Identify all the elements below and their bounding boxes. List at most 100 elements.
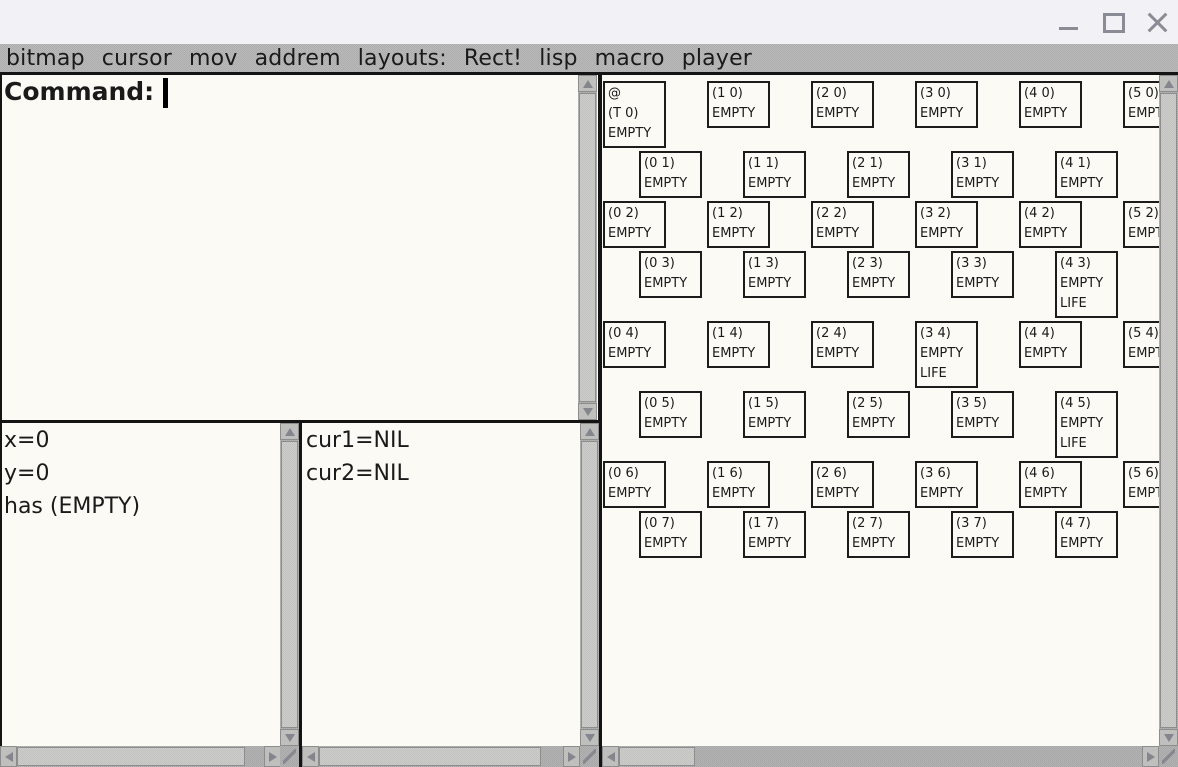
grid-cell[interactable]: (2 0)EMPTY (811, 81, 874, 128)
command-panel[interactable]: Command: (0, 75, 578, 420)
grid-cell[interactable]: (3 0)EMPTY (915, 81, 978, 128)
grid-cell[interactable]: (4 1)EMPTY (1055, 151, 1118, 198)
grid-cell[interactable]: (5 0)EMPTY (1123, 81, 1159, 128)
scroll-right-icon[interactable] (563, 746, 580, 767)
window-controls (1054, 0, 1172, 44)
grid-cell[interactable]: (0 3)EMPTY (639, 251, 702, 298)
command-vscrollbar[interactable] (578, 75, 597, 420)
grid-cell[interactable]: (4 0)EMPTY (1019, 81, 1082, 128)
scrollbar-thumb[interactable] (619, 747, 695, 766)
grid-cell[interactable]: (2 1)EMPTY (847, 151, 910, 198)
position-vscrollbar[interactable] (280, 423, 299, 746)
grid-cell[interactable]: (0 4)EMPTY (603, 321, 666, 368)
menu-item-rect[interactable]: Rect! (463, 45, 523, 71)
status-line: y=0 (4, 461, 50, 486)
menu-item-bitmap[interactable]: bitmap (6, 45, 85, 71)
grid-cell[interactable]: (0 5)EMPTY (639, 391, 702, 438)
scrollbar-thumb[interactable] (281, 441, 298, 728)
scroll-up-icon[interactable] (280, 423, 299, 440)
grid-cell[interactable]: (1 3)EMPTY (743, 251, 806, 298)
grid-cell[interactable]: (5 2)EMPTY (1123, 201, 1159, 248)
scrollbar-thumb[interactable] (579, 93, 596, 402)
scrollbar-thumb[interactable] (319, 747, 541, 766)
position-hscrollbar[interactable] (0, 746, 281, 767)
grid-cell[interactable]: (4 6)EMPTY (1019, 461, 1082, 508)
grid-cell[interactable]: (0 7)EMPTY (639, 511, 702, 558)
grid-cell[interactable]: (2 3)EMPTY (847, 251, 910, 298)
grid-cell[interactable]: (1 2)EMPTY (707, 201, 770, 248)
grid-cell[interactable]: (3 3)EMPTY (951, 251, 1014, 298)
grid-cell[interactable]: (2 5)EMPTY (847, 391, 910, 438)
grid-cell[interactable]: (5 6)EMPTY (1123, 461, 1159, 508)
scroll-right-icon[interactable] (1142, 746, 1159, 767)
grid-hscrollbar[interactable] (602, 746, 1159, 767)
grid-cell[interactable]: (2 7)EMPTY (847, 511, 910, 558)
grid-cell[interactable]: (1 0)EMPTY (707, 81, 770, 128)
resize-grip[interactable] (580, 746, 599, 767)
resize-grip[interactable] (280, 746, 299, 767)
menu-item-addrem[interactable]: addrem (254, 45, 341, 71)
grid-cell[interactable]: (2 6)EMPTY (811, 461, 874, 508)
menu-item-player[interactable]: player (681, 45, 753, 71)
grid-cell[interactable]: (4 2)EMPTY (1019, 201, 1082, 248)
grid-cell[interactable]: (3 2)EMPTY (915, 201, 978, 248)
scroll-up-icon[interactable] (580, 423, 599, 440)
menu-item-layouts[interactable]: layouts: (357, 45, 447, 71)
grid-cell[interactable]: (3 5)EMPTY (951, 391, 1014, 438)
resize-grip[interactable] (1159, 746, 1178, 767)
menu-item-mov[interactable]: mov (189, 45, 238, 71)
grid-cell[interactable]: (0 6)EMPTY (603, 461, 666, 508)
grid-cell[interactable]: (1 4)EMPTY (707, 321, 770, 368)
grid-cell[interactable]: (1 5)EMPTY (743, 391, 806, 438)
menu-item-cursor[interactable]: cursor (101, 45, 173, 71)
maximize-icon[interactable] (1098, 6, 1128, 38)
grid-cell[interactable]: (0 1)EMPTY (639, 151, 702, 198)
scroll-left-icon[interactable] (602, 746, 619, 767)
grid-cell[interactable]: (2 2)EMPTY (811, 201, 874, 248)
grid-cell[interactable]: (5 4)EMPTY (1123, 321, 1159, 368)
menu-item-macro[interactable]: macro (594, 45, 665, 71)
scroll-down-icon[interactable] (578, 403, 597, 420)
status-line: x=0 (4, 428, 50, 453)
grid-cell[interactable]: (4 7)EMPTY (1055, 511, 1118, 558)
grid-cell[interactable]: (1 6)EMPTY (707, 461, 770, 508)
grid-cell[interactable]: (1 1)EMPTY (743, 151, 806, 198)
cursor-line: cur2=NIL (306, 461, 409, 486)
divider-top (0, 72, 1178, 75)
grid-vscrollbar[interactable] (1159, 75, 1178, 746)
grid-cell[interactable]: (0 2)EMPTY (603, 201, 666, 248)
scroll-down-icon[interactable] (280, 729, 299, 746)
cursor-hscrollbar[interactable] (302, 746, 580, 767)
scroll-up-icon[interactable] (1159, 75, 1178, 92)
scroll-down-icon[interactable] (580, 729, 599, 746)
minimize-icon[interactable] (1054, 6, 1084, 38)
scroll-up-icon[interactable] (578, 75, 597, 92)
command-prompt: Command: (4, 77, 155, 106)
grid-cell[interactable]: (1 7)EMPTY (743, 511, 806, 558)
grid-cell[interactable]: (4 4)EMPTY (1019, 321, 1082, 368)
cursor-vscrollbar[interactable] (580, 423, 599, 746)
scroll-left-icon[interactable] (302, 746, 319, 767)
scroll-left-icon[interactable] (0, 746, 17, 767)
text-cursor (163, 78, 169, 108)
grid-cell[interactable]: (3 6)EMPTY (915, 461, 978, 508)
close-icon[interactable] (1142, 6, 1172, 38)
scroll-right-icon[interactable] (264, 746, 281, 767)
scroll-down-icon[interactable] (1159, 729, 1178, 746)
board-grid-panel[interactable]: @(T 0)EMPTY (1 0)EMPTY (2 0)EMPTY (3 0)EMPT… (602, 75, 1159, 746)
scrollbar-thumb[interactable] (1160, 93, 1177, 728)
menu-item-lisp[interactable]: lisp (539, 45, 578, 71)
scrollbar-thumb[interactable] (581, 441, 598, 728)
grid-cell[interactable]: (2 4)EMPTY (811, 321, 874, 368)
grid-cell[interactable]: (3 1)EMPTY (951, 151, 1014, 198)
grid-cell[interactable]: (3 7)EMPTY (951, 511, 1014, 558)
grid-cell[interactable]: @(T 0)EMPTY (603, 81, 666, 148)
scrollbar-thumb[interactable] (17, 747, 245, 766)
